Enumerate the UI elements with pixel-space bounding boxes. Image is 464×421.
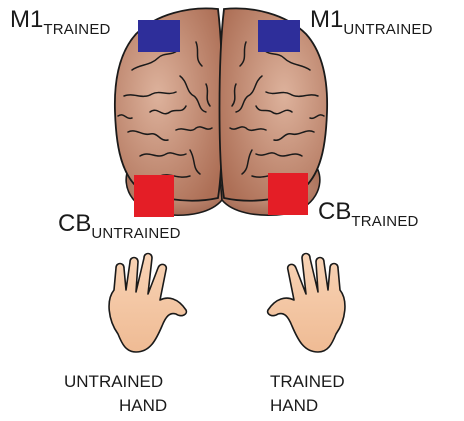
cb-trained-label-main: CB bbox=[318, 198, 351, 225]
m1-untrained-label-sub: UNTRAINED bbox=[343, 21, 432, 38]
m1-trained-label-sub: TRAINED bbox=[43, 21, 110, 38]
m1-trained-marker bbox=[138, 20, 180, 52]
m1-untrained-label-main: M1 bbox=[310, 6, 343, 33]
cb-trained-label-sub: TRAINED bbox=[351, 213, 418, 230]
left-hand bbox=[109, 254, 186, 353]
right-hand bbox=[268, 254, 345, 353]
m1-untrained-label: M1UNTRAINED bbox=[310, 6, 433, 38]
untrained-hand-line2: HAND bbox=[64, 394, 167, 418]
trained-hand-label: TRAINED HAND bbox=[270, 370, 345, 418]
cb-untrained-label: CBUNTRAINED bbox=[58, 210, 181, 242]
cb-trained-label: CBTRAINED bbox=[318, 198, 419, 230]
untrained-hand-line1: UNTRAINED bbox=[64, 370, 167, 394]
m1-trained-label-main: M1 bbox=[10, 6, 43, 33]
cb-trained-marker bbox=[268, 173, 308, 215]
m1-trained-label: M1TRAINED bbox=[10, 6, 111, 38]
cb-untrained-label-main: CB bbox=[58, 210, 91, 237]
m1-untrained-marker bbox=[258, 20, 300, 52]
untrained-hand-label: UNTRAINED HAND bbox=[64, 370, 167, 418]
trained-hand-line2: HAND bbox=[270, 394, 345, 418]
trained-hand-line1: TRAINED bbox=[270, 370, 345, 394]
cb-untrained-label-sub: UNTRAINED bbox=[91, 225, 180, 242]
